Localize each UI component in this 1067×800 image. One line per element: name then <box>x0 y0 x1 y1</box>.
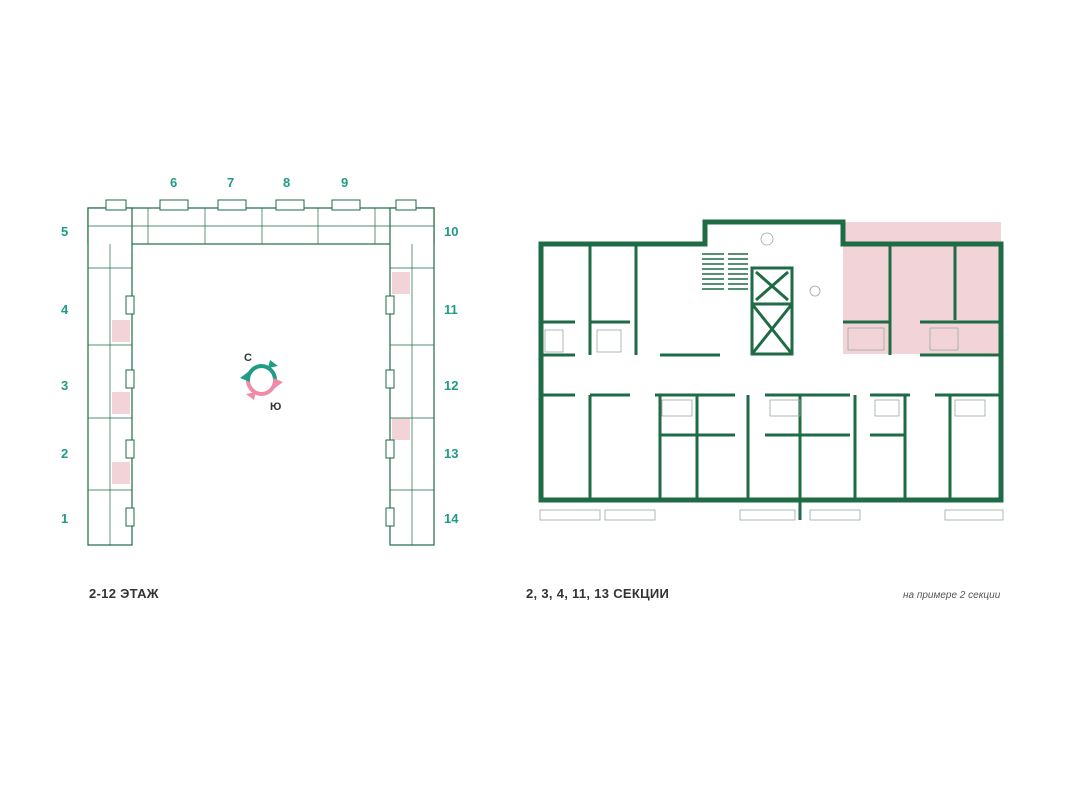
section-14-label: 14 <box>444 511 459 526</box>
section-7-label: 7 <box>227 175 235 190</box>
section-3-label: 3 <box>61 378 69 393</box>
section-4-label: 4 <box>61 302 69 317</box>
sections-label: 2, 3, 4, 11, 13 СЕКЦИИ <box>526 586 670 601</box>
floor-label: 2-12 ЭТАЖ <box>89 586 159 601</box>
section-9-label: 9 <box>341 175 349 190</box>
section-10-label: 10 <box>444 224 459 239</box>
section-1-label: 1 <box>61 511 69 526</box>
section-2-label: 2 <box>61 446 69 461</box>
compass-north-label: С <box>244 352 252 364</box>
section-13-label: 13 <box>444 446 459 461</box>
section-8-label: 8 <box>283 175 291 190</box>
section-5-label: 5 <box>61 224 69 239</box>
section-12-label: 12 <box>444 378 459 393</box>
section-6-label: 6 <box>170 175 178 190</box>
section-11-label: 11 <box>444 302 458 317</box>
example-note: на примере 2 секции <box>903 590 1001 601</box>
compass-south-label: Ю <box>270 401 282 413</box>
